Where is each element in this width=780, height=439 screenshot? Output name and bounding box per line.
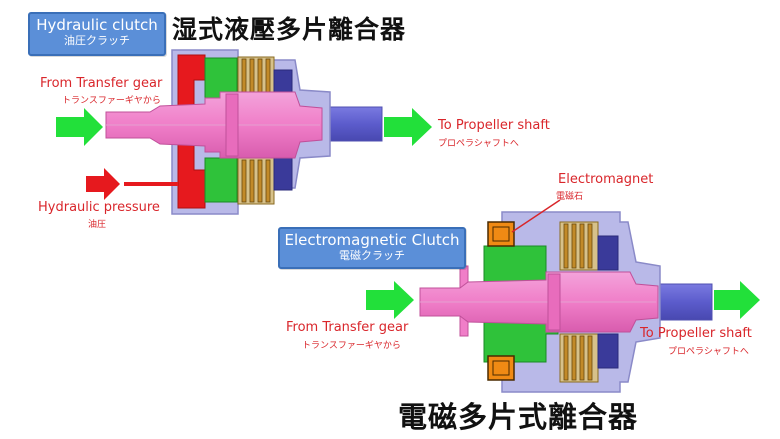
bottom-output-label-jp: プロペラシャフトへ <box>668 347 749 357</box>
top-output-label-en: To Propeller shaft <box>438 118 550 133</box>
electromagnet-lower <box>487 355 515 381</box>
electromagnet-label-en: Electromagnet <box>558 172 654 187</box>
bottom-output-label-en: To Propeller shaft <box>640 326 752 341</box>
top-input-label-jp: トランスファーギヤから <box>62 96 161 106</box>
top-clutch-hub-lower <box>204 157 238 203</box>
electromagnetic-clutch-badge-en: Electromagnetic Clutch <box>284 231 460 249</box>
bottom-clutch-plates <box>563 223 593 381</box>
top-clutch-plates <box>241 58 271 203</box>
electromagnet-pointer-line <box>511 199 561 233</box>
hydraulic-clutch-badge-jp: 油圧クラッチ <box>64 34 130 47</box>
electromagnetic-clutch-badge-jp: 電磁クラッチ <box>339 249 405 262</box>
top-input-arrow-icon <box>56 108 103 146</box>
electromagnet-upper <box>487 221 515 247</box>
top-input-label-en: From Transfer gear <box>40 76 163 91</box>
bottom-input-label-en: From Transfer gear <box>286 320 409 335</box>
electromagnetic-clutch-badge: Electromagnetic Clutch 電磁クラッチ <box>278 227 466 269</box>
hydraulic-clutch-title: 湿式液壓多片離合器 <box>172 15 407 44</box>
electromagnet-label-jp: 電磁石 <box>556 192 584 202</box>
hydraulic-pressure-label-en: Hydraulic pressure <box>38 200 160 215</box>
hydraulic-clutch-diagram <box>105 49 383 215</box>
bottom-input-label-jp: トランスファーギヤから <box>302 341 401 351</box>
hydraulic-clutch-badge: Hydraulic clutch 油圧クラッチ <box>28 12 166 56</box>
hydraulic-pressure-arrow-icon <box>86 168 120 200</box>
bottom-output-arrow-icon <box>714 281 760 319</box>
bottom-output-shaft <box>655 283 713 321</box>
hydraulic-pressure-label-jp: 油圧 <box>88 220 107 230</box>
top-output-label-jp: プロペラシャフトへ <box>438 139 519 149</box>
bottom-input-arrow-icon <box>366 281 414 319</box>
top-output-arrow-icon <box>384 108 432 146</box>
hydraulic-clutch-badge-en: Hydraulic clutch <box>36 16 158 34</box>
electromagnetic-clutch-title: 電磁多片式離合器 <box>398 400 639 434</box>
electromagnetic-clutch-diagram <box>419 211 713 393</box>
